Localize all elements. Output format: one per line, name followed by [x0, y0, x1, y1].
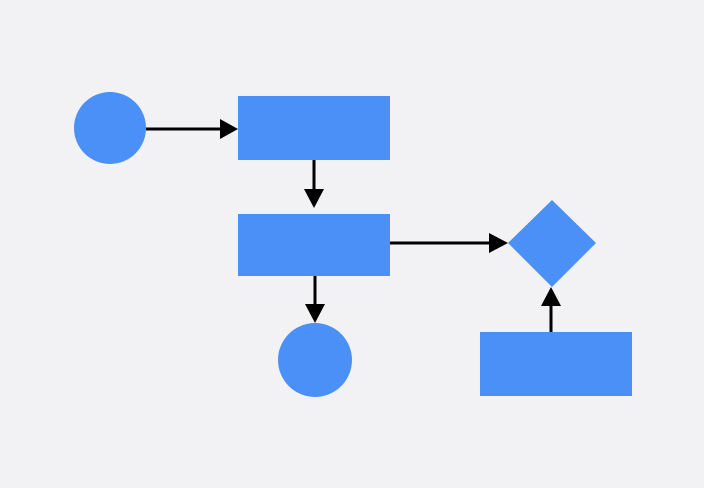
decision-diamond-node[interactable] — [508, 200, 596, 287]
arrowhead-process-middle-to-decision — [489, 233, 508, 253]
nodes — [74, 92, 632, 397]
end-circle-node[interactable] — [278, 323, 352, 397]
process-middle-node[interactable] — [238, 214, 390, 276]
edges — [146, 119, 561, 332]
arrowhead-process-middle-to-end-circle — [305, 304, 325, 323]
process-top-node[interactable] — [238, 96, 390, 160]
start-circle-node[interactable] — [74, 92, 146, 164]
process-bottom-right-node[interactable] — [480, 332, 632, 396]
arrowhead-process-bottom-right-to-decision — [541, 287, 561, 306]
arrowhead-process-top-to-process-middle — [304, 189, 324, 208]
arrowhead-start-to-process-top — [220, 119, 238, 139]
